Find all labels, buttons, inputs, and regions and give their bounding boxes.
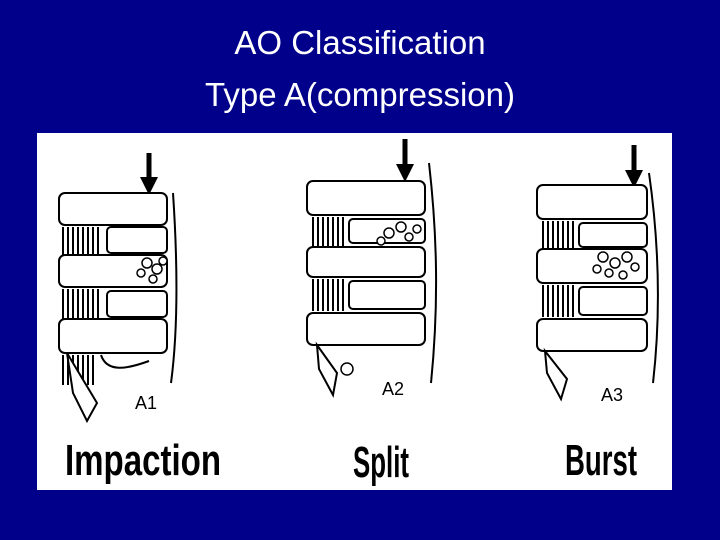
- fracture-figure-svg: A1 Impaction A2 Split: [58, 139, 659, 487]
- split-vertebra-illustration: A2 Split: [306, 139, 438, 487]
- impaction-vertebra-illustration: A1 Impaction: [58, 153, 221, 485]
- burst-code-label: A3: [601, 385, 623, 405]
- impaction-code-label: A1: [135, 393, 157, 413]
- burst-vertebra-illustration: A3 Burst: [536, 145, 659, 485]
- split-label: Split: [353, 438, 409, 487]
- impaction-label: Impaction: [65, 436, 221, 485]
- fracture-figure: A1 Impaction A2 Split: [37, 133, 672, 490]
- slide-title-line-1: AO Classification: [234, 24, 486, 61]
- split-code-label: A2: [382, 379, 404, 399]
- slide-title-line-2: Type A(compression): [205, 76, 515, 113]
- burst-label: Burst: [565, 436, 637, 485]
